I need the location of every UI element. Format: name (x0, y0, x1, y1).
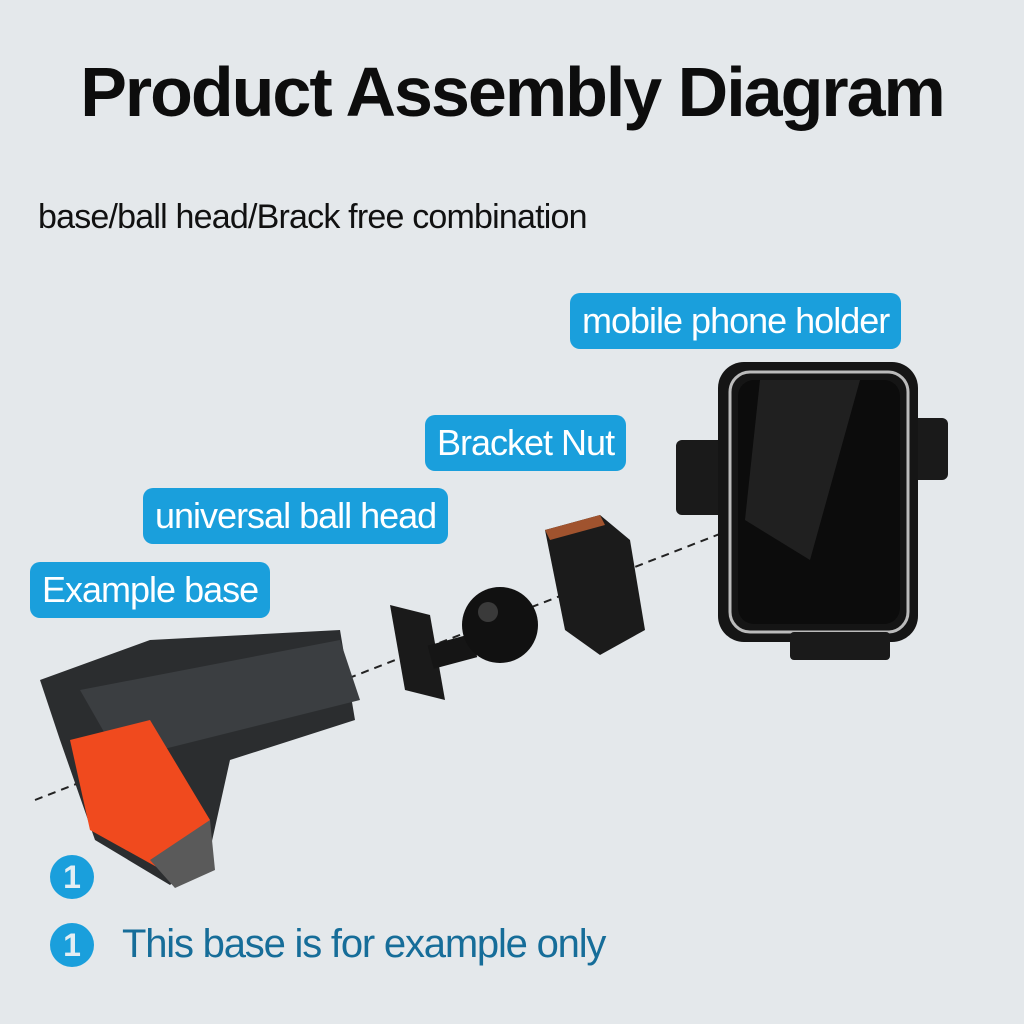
ball-head-image (390, 587, 538, 700)
subtitle: base/ball head/Brack free combination (38, 198, 588, 236)
note-number-icon: 1 (50, 923, 94, 967)
label-mobile-phone-holder: mobile phone holder (570, 293, 902, 349)
example-note: This base is for example only (122, 922, 606, 966)
label-bracket-nut: Bracket Nut (425, 415, 627, 471)
marker-number-icon: 1 (50, 855, 94, 899)
phone-holder-image (676, 362, 948, 660)
label-universal-ball-head: universal ball head (143, 488, 449, 544)
bracket-nut-image (545, 515, 645, 655)
example-base-image (40, 630, 360, 888)
page-title: Product Assembly Diagram (80, 53, 946, 131)
label-example-base: Example base (30, 562, 271, 618)
